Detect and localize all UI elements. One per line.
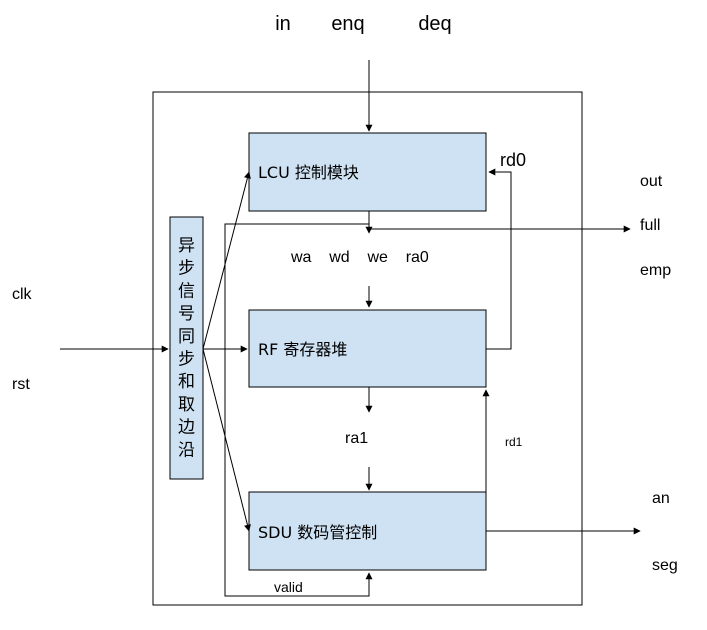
- input-enq-label: enq: [331, 13, 364, 35]
- rd0-label: rd0: [500, 150, 526, 170]
- rd1-label: rd1: [505, 435, 523, 449]
- valid-path: [224, 223, 373, 597]
- sync-module-char: 步: [178, 350, 195, 370]
- valid-label: valid: [274, 579, 303, 595]
- output-out-label: out: [640, 173, 663, 190]
- sync-module-char: 号: [178, 304, 195, 324]
- sync-module-char: 取: [178, 395, 195, 415]
- sync-module-char: 异: [178, 236, 195, 256]
- sync-module-box: [169, 216, 204, 480]
- rf-module-box: [248, 309, 487, 388]
- sync-module-char: 和: [178, 372, 195, 392]
- sync-to-lcu-arrow: [202, 171, 251, 350]
- sync-to-sdu-arrow: [202, 348, 251, 532]
- output-full-label: full: [640, 217, 660, 234]
- lcu-module-label: LCU 控制模块: [258, 163, 359, 182]
- sync-module-char: 步: [178, 259, 195, 279]
- input-deq-label: deq: [418, 13, 451, 35]
- sdu-module-box: [248, 491, 487, 571]
- sync-module-char: 同: [178, 327, 195, 347]
- output-seg-label: seg: [652, 557, 678, 574]
- sync-module-char: 信: [178, 281, 195, 301]
- input-rst-label: rst: [12, 376, 30, 393]
- ra1-label: ra1: [345, 430, 368, 447]
- input-in-label: in: [275, 13, 291, 35]
- input-clk-label: clk: [12, 286, 33, 303]
- lcu-rf-signals-label: wa wd we ra0: [290, 249, 429, 266]
- rd0-feedback-path: [486, 168, 512, 350]
- output-an-label: an: [652, 490, 670, 507]
- sync-module-char: 沿: [178, 440, 195, 460]
- sync-module-char: 边: [178, 418, 195, 438]
- sdu-module-label: SDU 数码管控制: [258, 523, 377, 542]
- rf-module-label: RF 寄存器堆: [258, 340, 347, 359]
- output-emp-label: emp: [640, 262, 671, 279]
